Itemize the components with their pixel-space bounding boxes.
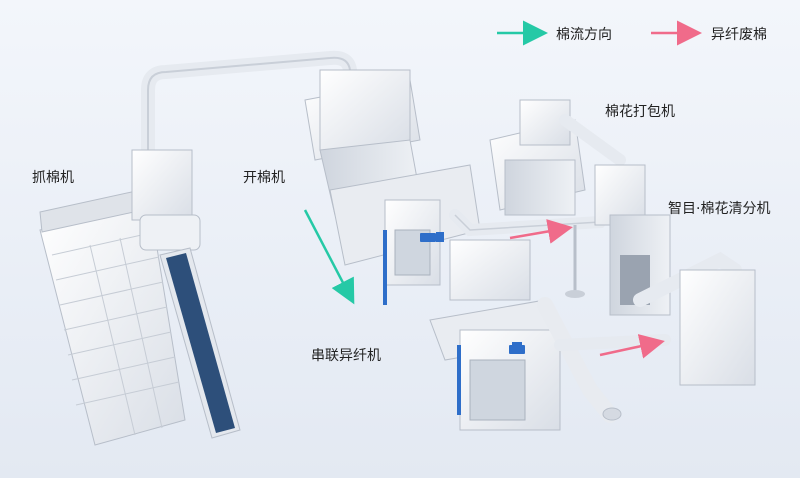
baler-machine (489, 99, 626, 216)
label-bale-plucker: 抓棉机 (32, 170, 74, 186)
label-baler: 棉花打包机 (605, 104, 675, 120)
waste-arrow-upper (509, 219, 573, 244)
label-opener: 开棉机 (243, 170, 285, 186)
label-smart-cleaner: 智目·棉花清分机 (668, 201, 771, 217)
waste-arrow-lower (599, 334, 665, 359)
smart-cleaner-machine (594, 164, 756, 386)
label-tandem-detector: 串联异纤机 (311, 348, 381, 364)
detector-logo-badge (509, 345, 525, 354)
bale-plucker-machine (39, 149, 241, 446)
legend-flow-label: 棉流方向 (556, 27, 612, 43)
tandem-detector-machine (429, 239, 622, 431)
flow-direction-arrow (303, 209, 355, 305)
legend-waste-label: 异纤废棉 (711, 27, 767, 43)
overhead-duct (141, 50, 359, 162)
opener-logo-badge (420, 233, 436, 242)
opener-machine (304, 69, 481, 305)
